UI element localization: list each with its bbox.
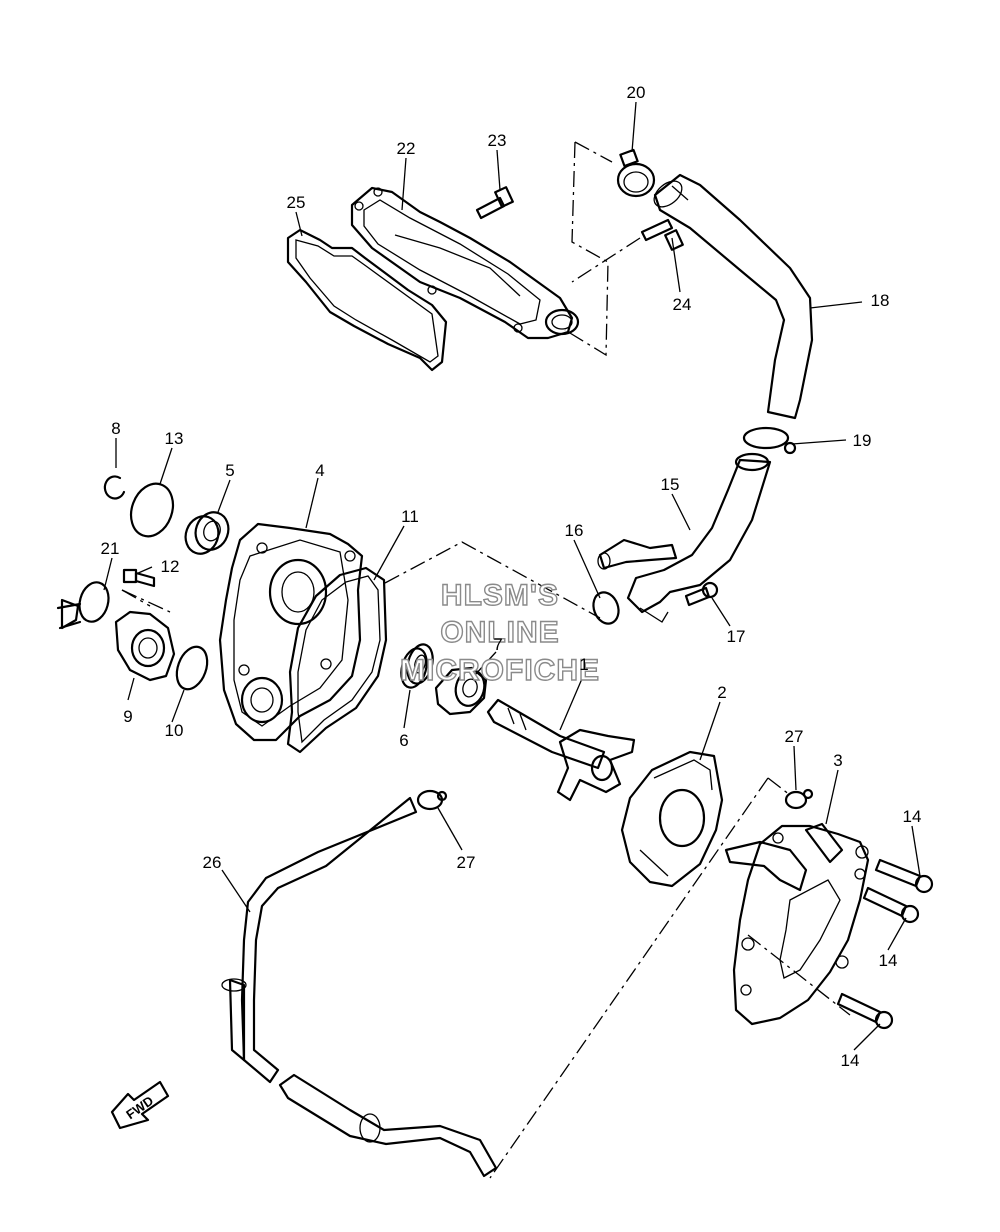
part-12-bolt <box>122 568 156 588</box>
callout-23: 23 <box>488 131 507 150</box>
part-19-hose-clamp <box>742 426 797 455</box>
callout-12: 12 <box>161 557 180 576</box>
callout-14-b: 14 <box>879 951 898 970</box>
callout-numbers: 20 23 22 25 24 18 19 15 16 17 8 13 5 4 1… <box>101 83 922 1070</box>
part-14-bolt-a <box>874 858 934 894</box>
part-10-o-ring <box>175 645 209 691</box>
part-15-pipe <box>597 452 772 623</box>
callout-14-a: 14 <box>903 807 922 826</box>
part-14-bolt-b <box>862 886 920 924</box>
callout-13: 13 <box>165 429 184 448</box>
part-9-fitting <box>114 610 176 682</box>
callout-1: 1 <box>579 655 588 674</box>
assembly-reference-lines <box>121 141 851 1179</box>
part-16-o-ring <box>592 591 620 625</box>
callout-26: 26 <box>203 853 222 872</box>
watermark-line-3: MICROFICHE <box>400 654 600 687</box>
callout-27-upper: 27 <box>785 727 804 746</box>
callout-2: 2 <box>717 683 726 702</box>
callout-14-c: 14 <box>841 1051 860 1070</box>
callout-9: 9 <box>123 707 132 726</box>
part-21-clamp <box>56 581 110 630</box>
part-1-impeller-shaft <box>486 698 636 802</box>
part-22-outlet-housing <box>350 186 580 340</box>
callout-4: 4 <box>315 461 324 480</box>
part-8-circlip <box>103 475 126 500</box>
callout-27-lower: 27 <box>457 853 476 872</box>
callout-11: 11 <box>401 507 419 526</box>
part-25-gasket <box>286 228 448 372</box>
watermark-line-1: HLSM'S <box>441 579 559 612</box>
callout-16: 16 <box>565 521 584 540</box>
callout-22: 22 <box>397 139 416 158</box>
callout-19: 19 <box>853 431 872 450</box>
callout-7: 7 <box>493 635 502 654</box>
watermark: HLSM'S ONLINE MICROFICHE <box>399 578 600 687</box>
part-7-mechanical-seal <box>434 666 488 716</box>
callout-18: 18 <box>871 291 890 310</box>
callout-8: 8 <box>111 419 120 438</box>
callout-3: 3 <box>833 751 842 770</box>
watermark-line-2: ONLINE <box>440 616 559 649</box>
part-20-hose-clamp <box>616 148 656 198</box>
part-2-cover-plate <box>620 750 724 888</box>
part-13-o-ring <box>129 482 175 538</box>
part-6-seal <box>400 643 434 689</box>
part-11-gasket <box>286 566 388 754</box>
callout-25: 25 <box>287 193 306 212</box>
callout-24: 24 <box>673 295 692 314</box>
part-23-bolt <box>475 186 514 220</box>
part-26-hose <box>221 796 498 1178</box>
part-3-pump-cover <box>724 822 870 1026</box>
leader-lines <box>103 101 921 1051</box>
callout-17: 17 <box>727 627 746 646</box>
fwd-label: FWD <box>123 1093 156 1122</box>
callout-6: 6 <box>399 731 408 750</box>
part-17-bolt <box>684 581 719 607</box>
part-27-clamp-lower <box>416 789 448 811</box>
part-5-bearing <box>184 511 230 555</box>
part-24-bolt <box>640 218 684 251</box>
callout-21: 21 <box>101 539 120 558</box>
part-4-pump-housing <box>218 522 364 742</box>
callout-10: 10 <box>165 721 184 740</box>
callout-20: 20 <box>627 83 646 102</box>
part-14-bolt-c <box>836 992 894 1030</box>
callout-15: 15 <box>661 475 680 494</box>
callout-5: 5 <box>225 461 234 480</box>
forward-direction-arrow-icon: FWD <box>110 1080 170 1130</box>
part-18-upper-hose <box>653 173 814 420</box>
part-27-clamp-upper <box>784 788 814 810</box>
